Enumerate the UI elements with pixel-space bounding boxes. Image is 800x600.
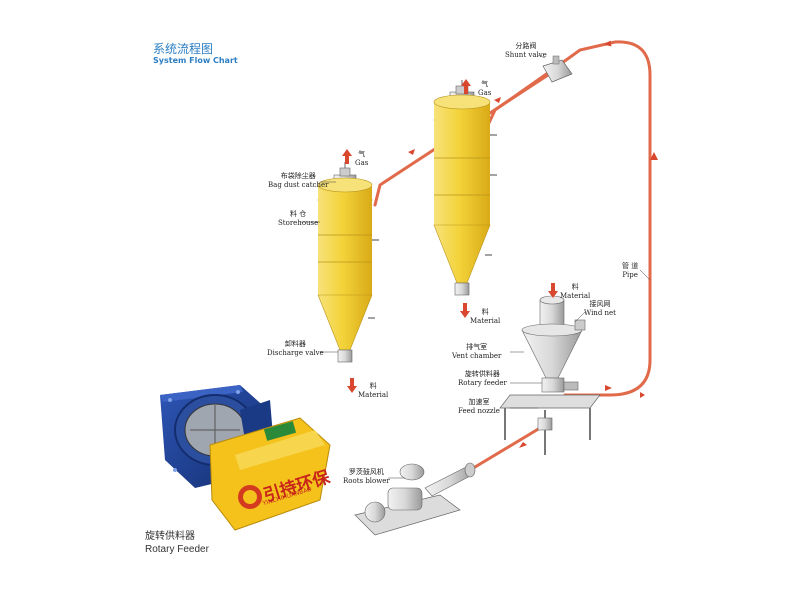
rotary-feeder-photo xyxy=(160,385,331,531)
roots-blower xyxy=(354,462,476,536)
arrow-pipe-up xyxy=(650,152,658,160)
arrow-gas-top xyxy=(461,79,471,94)
arrow-pipe-right-mid xyxy=(640,392,645,398)
arrow-material-mid xyxy=(460,303,470,318)
diagram-title-en: System Flow Chart xyxy=(153,56,238,65)
arrow-pipe-blower xyxy=(519,442,527,448)
leader-lines xyxy=(300,54,651,479)
diagram-title-cn: 系统流程图 xyxy=(153,42,214,56)
photo-caption-en: Rotary Feeder xyxy=(145,544,209,555)
arrow-gas-left xyxy=(342,149,352,164)
flow-arrows xyxy=(342,40,658,448)
storehouse-right xyxy=(433,80,497,296)
arrow-material-feeder xyxy=(548,283,558,298)
storehouse-left xyxy=(317,162,379,363)
arrow-top-right xyxy=(604,40,612,47)
shunt-valve xyxy=(542,55,573,83)
photo-caption: 旋转供料器 Rotary Feeder xyxy=(145,530,209,556)
arrow-pipe-left-2 xyxy=(494,97,501,103)
arrow-pipe-left-1 xyxy=(408,149,415,155)
arrow-material-left xyxy=(347,378,357,393)
photo-caption-cn: 旋转供料器 xyxy=(145,531,195,542)
feeder-station xyxy=(499,295,601,455)
conveying-pipe xyxy=(373,40,652,472)
arrow-pipe-right-bottom xyxy=(605,385,612,391)
